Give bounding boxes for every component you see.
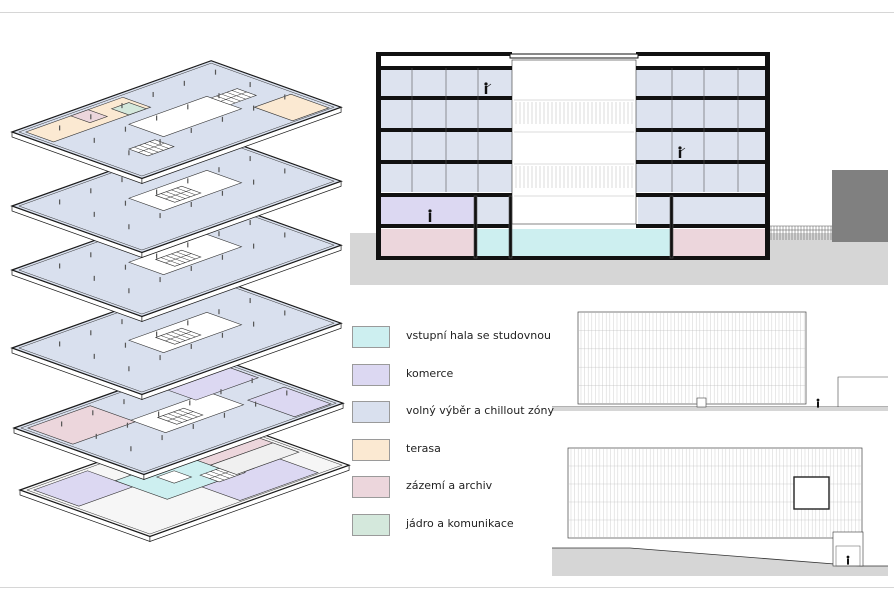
section-room-bay	[638, 197, 766, 224]
section-atrium	[511, 59, 637, 225]
exploded-axonometric	[10, 60, 351, 542]
legend-item: komerce	[352, 356, 552, 394]
top-rule	[0, 12, 894, 13]
legend-item: volný výběr a chillout zóny	[352, 393, 554, 431]
legend-swatch	[352, 401, 390, 424]
section-wall-right	[765, 52, 770, 258]
legend: vstupní hala se studovnou komerce volný vý…	[352, 318, 554, 544]
elevation-north	[552, 311, 888, 411]
section-floor-slabs	[376, 52, 770, 260]
legend-label: terasa	[406, 441, 441, 455]
legend-item: terasa	[352, 431, 552, 469]
section-room-commerce	[380, 197, 474, 224]
section-neighbor-building	[832, 170, 888, 242]
section-room-core	[477, 197, 509, 224]
legend-label: komerce	[406, 366, 454, 380]
section-mullions	[411, 68, 739, 259]
elevation-south	[552, 447, 888, 576]
legend-label: jádro a komunikace	[406, 516, 514, 530]
legend-swatch	[352, 513, 390, 536]
section-fence-posts	[767, 226, 832, 240]
legend-item: jádro a komunikace	[352, 506, 552, 544]
legend-item: zázemí a archiv	[352, 468, 552, 506]
building-section	[350, 52, 888, 285]
legend-swatch	[352, 476, 390, 499]
bottom-rule	[0, 587, 894, 588]
legend-swatch	[352, 326, 390, 348]
legend-swatch	[352, 438, 390, 461]
legend-item: vstupní hala se studovnou	[352, 318, 552, 356]
legend-label: zázemí a archiv	[406, 479, 493, 493]
legend-label: vstupní hala se studovnou	[406, 329, 551, 342]
legend-label: volný výběr a chillout zóny	[406, 404, 554, 418]
legend-swatch	[352, 363, 390, 386]
person-figures	[428, 82, 686, 222]
section-roof-atrium	[509, 53, 639, 59]
section-room-archive-right	[670, 229, 766, 256]
section-room-archive-left	[380, 229, 476, 256]
section-wall-left	[376, 52, 381, 258]
section-atrium-lines	[514, 99, 634, 197]
section-room-entrance	[476, 229, 670, 256]
